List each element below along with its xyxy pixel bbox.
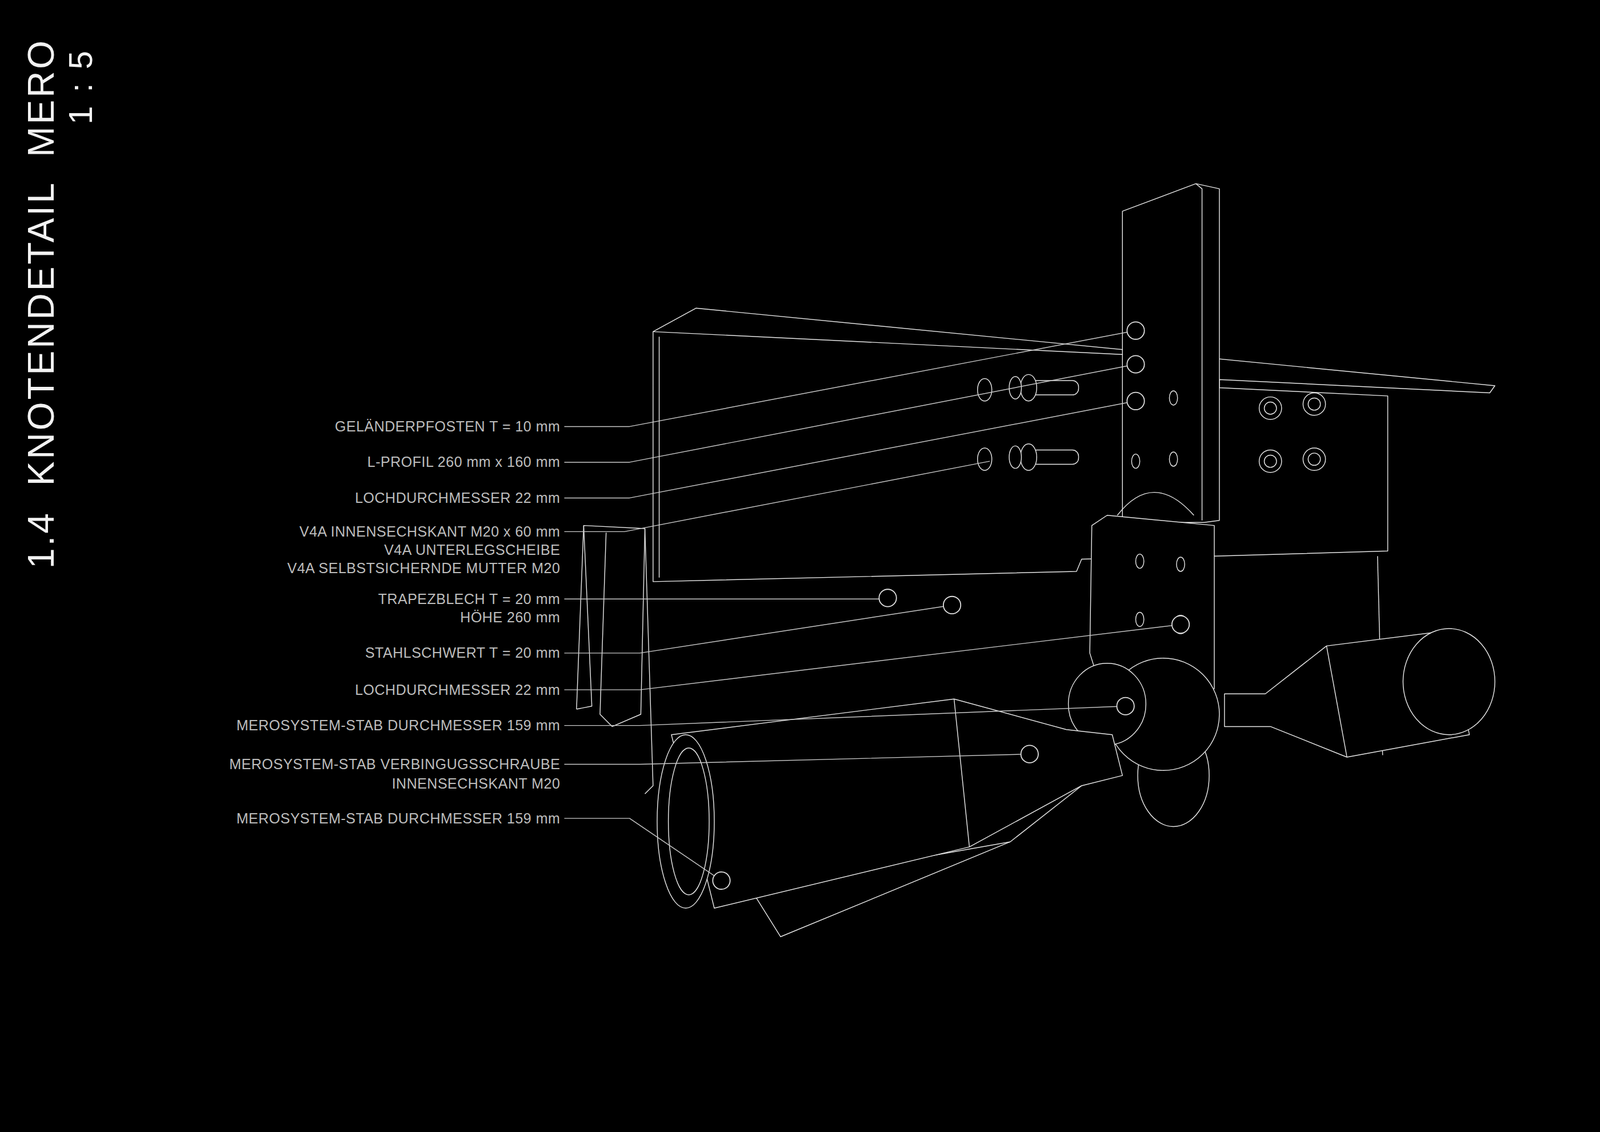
part-label: TRAPEZBLECH T = 20 mm (0, 592, 560, 607)
part-label: STAHLSCHWERT T = 20 mm (0, 645, 560, 660)
part-label: LOCHDURCHMESSER 22 mm (0, 682, 560, 698)
mero-rod-end (657, 734, 715, 909)
bolt-heads (1259, 392, 1326, 472)
part-label: LOCHDURCHMESSER 22 mm (0, 490, 560, 506)
mero-rod (671, 698, 1123, 908)
trapezblech (576, 525, 646, 727)
mero-rod-bore (668, 748, 710, 895)
part-label: MEROSYSTEM-STAB DURCHMESSER 159 mm (0, 811, 560, 826)
drawing-title: 1.4 KNOTENDETAIL MERO (22, 38, 60, 569)
part-label: MEROSYSTEM-STAB VERBINGUGSSCHRAUBE (0, 757, 560, 772)
part-label: V4A INNENSECHSKANT M20 x 60 mm (0, 524, 560, 539)
bolt-shafts (977, 374, 1079, 471)
mero-rod-edge (1326, 645, 1347, 758)
part-label: V4A UNTERLEGSCHEIBE (0, 542, 560, 558)
callout-dots (712, 321, 1190, 890)
mero-rod-end (1402, 628, 1495, 735)
part-label: HÖHE 260 mm (0, 610, 560, 625)
scale-label: 1 : 5 (64, 48, 98, 125)
node-top (1117, 492, 1194, 516)
railing-post-edge (1196, 183, 1203, 520)
l-profile-edge (658, 336, 660, 578)
leader-lines (564, 330, 1181, 881)
trapezblech-edge (576, 525, 592, 710)
railing-post (1122, 183, 1220, 523)
part-label: MEROSYSTEM-STAB DURCHMESSER 159 mm (0, 718, 560, 733)
part-label: GELÄNDERPFOSTEN T = 10 mm (0, 419, 560, 434)
trapezblech-edge (645, 528, 654, 794)
part-label: L-PROFIL 260 mm x 160 mm (0, 454, 560, 470)
l-profile (653, 308, 1495, 582)
part-label: INNENSECHSKANT M20 (0, 776, 560, 791)
part-label: V4A SELBSTSICHERNDE MUTTER M20 (0, 561, 560, 576)
mero-rod-edge (954, 698, 970, 847)
